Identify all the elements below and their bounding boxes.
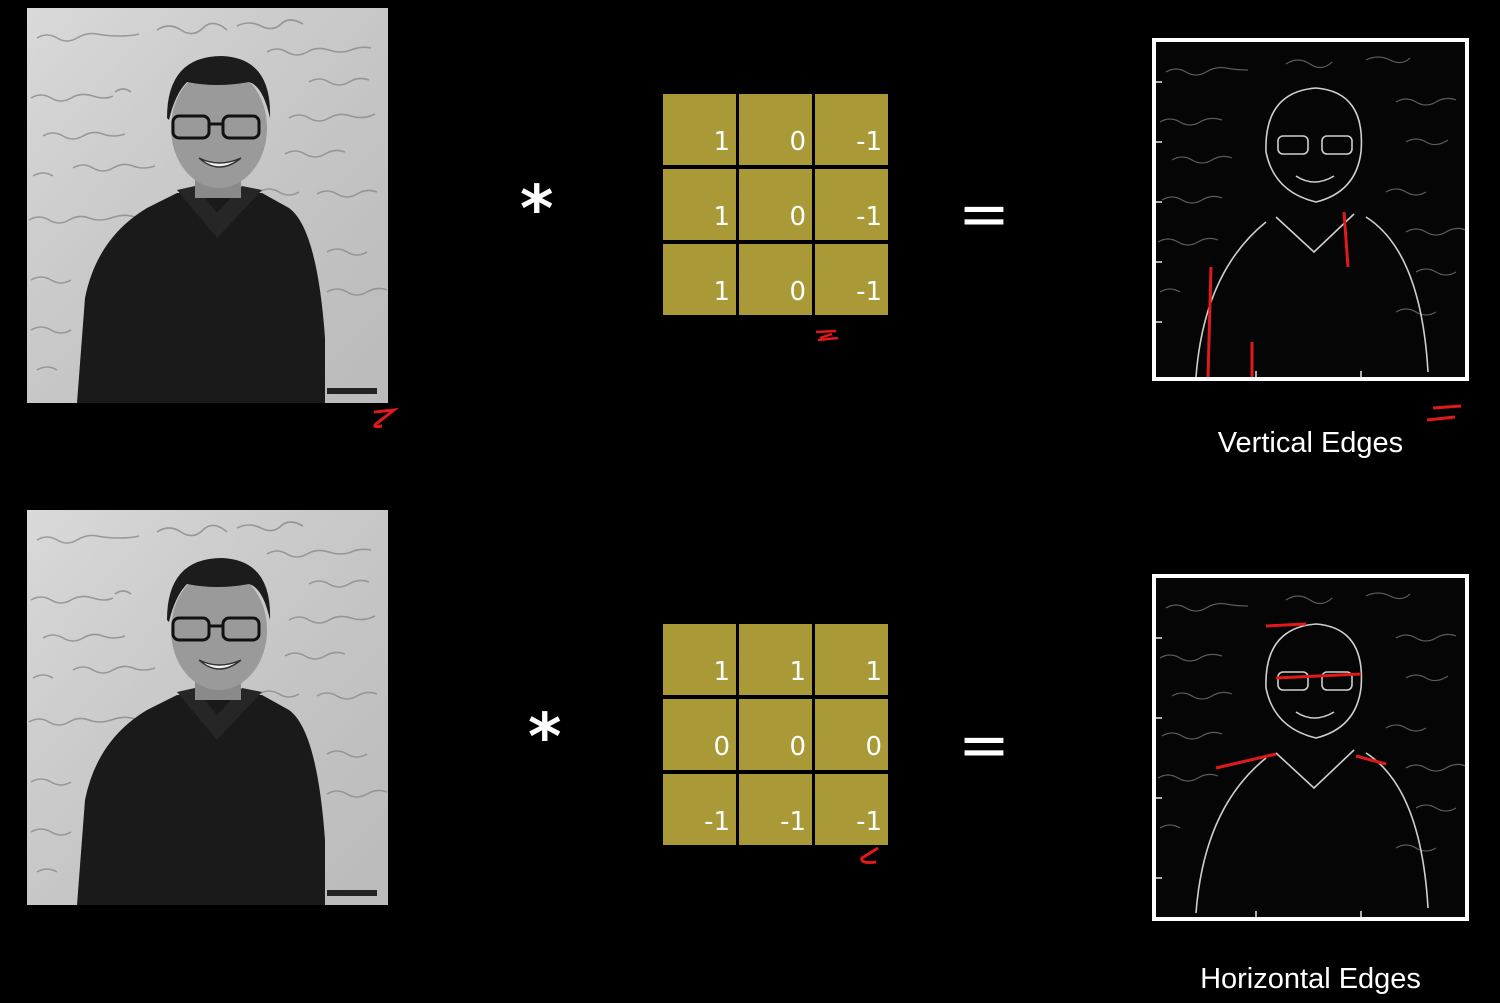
red-annotation-mark-icon xyxy=(1426,404,1462,422)
convolution-operator: * xyxy=(520,173,554,247)
kernel-cell: -1 xyxy=(815,244,888,315)
kernel-cell: 1 xyxy=(663,624,736,695)
kernel-cell: 0 xyxy=(739,94,812,165)
horizontal-edges-image xyxy=(1152,574,1469,921)
equals-operator: = xyxy=(958,708,1010,781)
kernel-cell: 1 xyxy=(663,169,736,240)
red-annotation-mark-icon xyxy=(815,329,839,342)
person-photo-icon xyxy=(27,510,388,905)
kernel-cell: 0 xyxy=(739,169,812,240)
input-photo-horizontal xyxy=(27,510,388,905)
vertical-edges-image xyxy=(1152,38,1469,381)
kernel-cell: -1 xyxy=(815,169,888,240)
edge-map-icon xyxy=(1156,592,1465,917)
vertical-edge-row: * 1 0 -1 1 0 -1 1 0 -1 = Vertical xyxy=(0,0,1500,500)
kernel-cell: 0 xyxy=(739,699,812,770)
kernel-cell: 0 xyxy=(739,244,812,315)
kernel-cell: 1 xyxy=(663,94,736,165)
caption-vertical-edges: Vertical Edges xyxy=(1217,427,1404,459)
edge-map-icon xyxy=(1156,56,1465,377)
convolution-operator: * xyxy=(528,701,562,775)
kernel-horizontal: 1 1 1 0 0 0 -1 -1 -1 xyxy=(663,624,888,846)
red-annotation-mark-icon xyxy=(860,846,879,864)
kernel-cell: 1 xyxy=(739,624,812,695)
kernel-cell: 0 xyxy=(663,699,736,770)
kernel-cell: 0 xyxy=(815,699,888,770)
kernel-cell: -1 xyxy=(815,94,888,165)
input-photo-vertical xyxy=(27,8,388,403)
red-annotation-mark-icon xyxy=(373,407,400,429)
kernel-cell: -1 xyxy=(739,774,812,845)
person-photo-icon xyxy=(27,8,388,403)
horizontal-edge-row: * 1 1 1 0 0 0 -1 -1 -1 = Horizontal xyxy=(0,502,1500,1002)
kernel-cell: -1 xyxy=(663,774,736,845)
equals-operator: = xyxy=(958,177,1010,250)
caption-horizontal-edges: Horizontal Edges xyxy=(1200,963,1421,995)
kernel-cell: 1 xyxy=(663,244,736,315)
kernel-cell: -1 xyxy=(815,774,888,845)
kernel-vertical: 1 0 -1 1 0 -1 1 0 -1 xyxy=(663,94,888,316)
kernel-cell: 1 xyxy=(815,624,888,695)
